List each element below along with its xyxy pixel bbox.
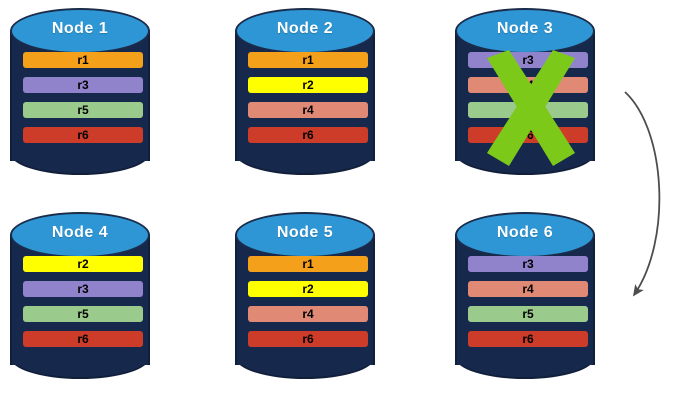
node-1[interactable]: Node 1 r1 r3 r5 r6 bbox=[10, 8, 150, 183]
replica-bar[interactable]: r1 bbox=[248, 52, 368, 68]
replica-bar[interactable]: r3 bbox=[468, 52, 588, 68]
node-2[interactable]: Node 2 r1 r2 r4 r6 bbox=[235, 8, 375, 183]
replica-bar[interactable]: r1 bbox=[23, 52, 143, 68]
replica-bar[interactable]: r6 bbox=[248, 127, 368, 143]
node-label: Node 4 bbox=[51, 224, 109, 241]
node-5[interactable]: Node 5 r1 r2 r4 r6 bbox=[235, 212, 375, 387]
replica-list: r3 r4 r5 r6 bbox=[468, 52, 588, 152]
replica-bar[interactable]: r4 bbox=[468, 281, 588, 297]
replica-list: r3 r4 r5 r6 bbox=[468, 256, 588, 356]
cylinder-top bbox=[235, 8, 375, 54]
node-label: Node 2 bbox=[276, 20, 334, 37]
node-label: Node 6 bbox=[496, 224, 554, 241]
replica-bar[interactable]: r5 bbox=[23, 102, 143, 118]
replica-bar[interactable]: r2 bbox=[248, 281, 368, 297]
replica-bar[interactable]: r3 bbox=[23, 77, 143, 93]
node-4[interactable]: Node 4 r2 r3 r5 r6 bbox=[10, 212, 150, 387]
replica-bar[interactable]: r3 bbox=[23, 281, 143, 297]
replica-bar[interactable]: r6 bbox=[468, 127, 588, 143]
replica-bar[interactable]: r1 bbox=[248, 256, 368, 272]
replica-bar[interactable]: r2 bbox=[23, 256, 143, 272]
replica-bar[interactable]: r3 bbox=[468, 256, 588, 272]
node-6[interactable]: Node 6 r3 r4 r5 r6 bbox=[455, 212, 595, 387]
replica-bar[interactable]: r5 bbox=[468, 102, 588, 118]
replica-bar[interactable]: r6 bbox=[23, 331, 143, 347]
node-label: Node 3 bbox=[496, 20, 554, 37]
replica-bar[interactable]: r2 bbox=[248, 77, 368, 93]
replica-bar[interactable]: r6 bbox=[248, 331, 368, 347]
cylinder-top bbox=[455, 8, 595, 54]
replica-list: r1 r2 r4 r6 bbox=[248, 52, 368, 152]
replica-bar[interactable]: r4 bbox=[248, 306, 368, 322]
replica-bar[interactable]: r6 bbox=[468, 331, 588, 347]
node-label: Node 1 bbox=[51, 20, 109, 37]
replica-bar[interactable]: r5 bbox=[468, 306, 588, 322]
replica-list: r2 r3 r5 r6 bbox=[23, 256, 143, 356]
replica-bar[interactable]: r4 bbox=[468, 77, 588, 93]
node-label: Node 5 bbox=[276, 224, 334, 241]
cylinder-top bbox=[455, 212, 595, 258]
node-3[interactable]: Node 3 r3 r4 r5 r6 bbox=[455, 8, 595, 183]
replica-bar[interactable]: r4 bbox=[248, 102, 368, 118]
replica-list: r1 r3 r5 r6 bbox=[23, 52, 143, 152]
replica-list: r1 r2 r4 r6 bbox=[248, 256, 368, 356]
replica-bar[interactable]: r5 bbox=[23, 306, 143, 322]
replica-bar[interactable]: r6 bbox=[23, 127, 143, 143]
